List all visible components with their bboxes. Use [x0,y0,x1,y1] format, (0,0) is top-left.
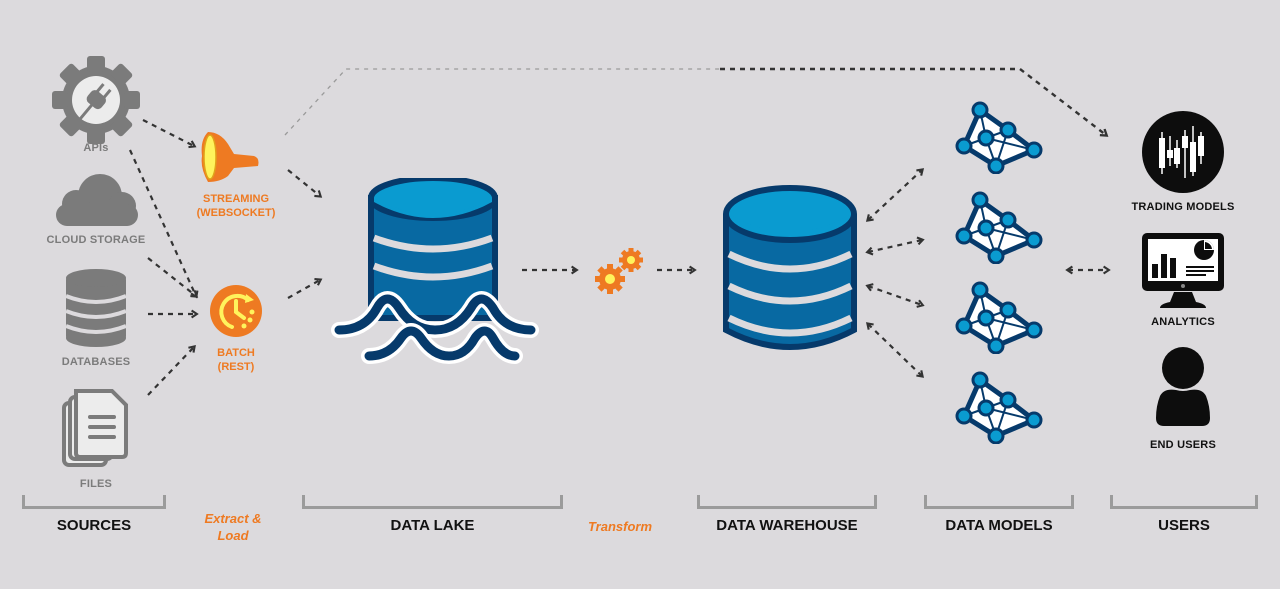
user-trading-models: TRADING MODELS [1120,110,1246,220]
databases-label: DATABASES [61,356,131,368]
arrow-warehouse-model-3 [865,283,925,308]
step-transform: Transform [587,519,653,534]
network-model-icon [955,101,1043,175]
analytics-label: ANALYTICS [1151,316,1215,328]
transform-gears [592,244,648,298]
arrow-top-route-to-trading [720,67,1109,137]
cloud-storage-label: CLOUD STORAGE [46,234,146,246]
data-models [950,96,1046,446]
ingestion-streaming: STREAMING (WEBSOCKET) [186,128,286,224]
files-label: FILES [79,478,113,490]
data-model-1 [950,96,1046,179]
warehouse-database-icon [723,185,857,350]
database-icon [65,269,127,347]
arrow-cloud-to-batch [147,257,199,298]
network-model-icon [955,281,1043,355]
source-databases: DATABASES [50,266,142,376]
arrow-streaming-to-lake [287,169,323,198]
batch-label-line1: BATCH [217,347,255,359]
bracket-data-models [924,495,1074,509]
data-lake [325,175,545,368]
gears-icon [595,248,643,294]
arrow-apis-to-batch [128,149,199,299]
source-files: FILES [50,387,142,492]
section-users: USERS [1158,517,1210,534]
step-extract-load: Extract & Load [188,510,278,544]
apis-label: APIs [83,142,109,154]
user-end-users: END USERS [1140,346,1226,458]
source-apis: APIs [50,56,142,161]
arrow-warehouse-model-1 [865,168,925,222]
streaming-label-line1: STREAMING [203,193,269,205]
arrow-files-to-batch [147,344,196,396]
person-icon [1156,347,1210,426]
data-model-2 [950,186,1046,269]
monitor-analytics-icon [1142,233,1224,308]
section-data-warehouse: DATA WAREHOUSE [716,517,858,534]
gear-plug-icon [52,56,140,144]
section-data-lake: DATA LAKE [390,517,475,534]
arrow-warehouse-model-2 [865,236,925,256]
bracket-users [1110,495,1258,509]
trading-models-label: TRADING MODELS [1131,201,1235,213]
step-extract-line2: Load [217,528,249,543]
end-users-label: END USERS [1150,439,1216,451]
section-sources: SOURCES [56,517,132,534]
cloud-icon [56,174,138,226]
data-model-4 [950,366,1046,449]
clock-icon [210,285,262,337]
data-model-3 [950,276,1046,359]
ingestion-batch: BATCH (REST) [196,284,276,376]
arrow-warehouse-model-4 [865,322,925,378]
batch-label-line2: (REST) [217,361,255,373]
network-model-icon [955,191,1043,265]
funnel-icon [201,132,259,182]
batch-label: BATCH (REST) [196,346,276,374]
streaming-label-line2: (WEBSOCKET) [196,207,276,219]
candlestick-chart-icon [1142,111,1224,193]
bracket-data-warehouse [697,495,877,509]
bracket-sources [22,495,166,509]
section-data-models: DATA MODELS [945,517,1053,534]
source-cloud-storage: CLOUD STORAGE [40,170,152,250]
data-warehouse [720,184,860,360]
data-lake-icon [331,175,539,364]
bracket-data-lake [302,495,563,509]
user-analytics: ANALYTICS [1130,232,1236,332]
network-model-icon [955,371,1043,445]
arrow-batch-to-lake [287,278,323,299]
streaming-label: STREAMING (WEBSOCKET) [186,192,286,220]
files-icon [62,389,128,467]
arrow-streaming-to-trading-faint [284,68,720,136]
step-extract-line1: Extract & [204,511,262,526]
